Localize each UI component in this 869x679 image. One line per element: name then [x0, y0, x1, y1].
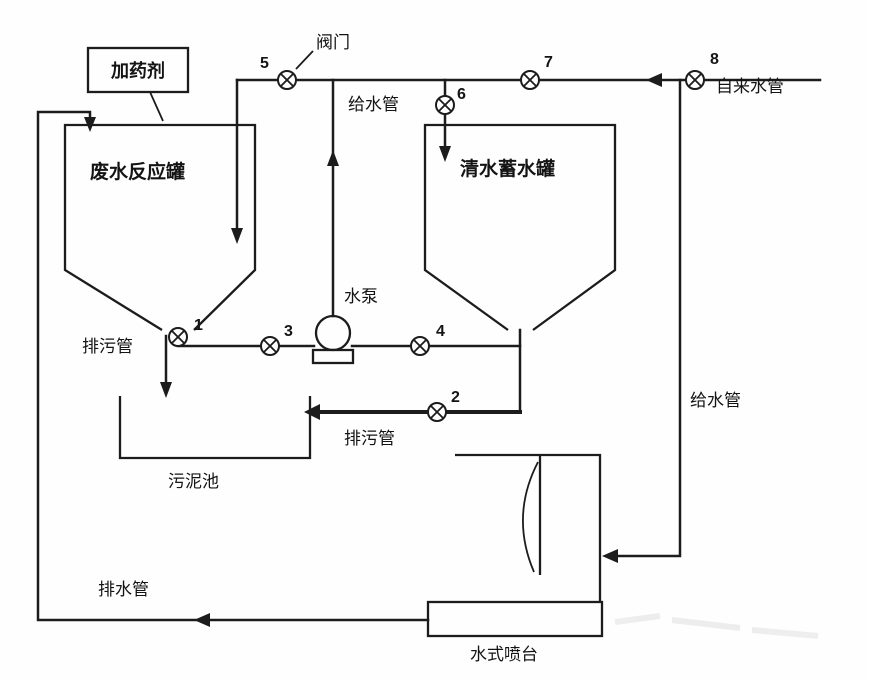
- arrow-down-right-tank-inlet-icon: [439, 146, 451, 162]
- valve-6-number: 6: [457, 86, 466, 103]
- valve-5: [277, 70, 297, 90]
- tap-water-pipe-label: 自来水管: [716, 77, 784, 96]
- sludge-pool-outline: [118, 396, 312, 460]
- valve-4-number: 4: [436, 323, 445, 340]
- valve-4: [410, 336, 430, 356]
- dosing-agent-label: 加药剂: [110, 60, 165, 81]
- valve-7: [520, 70, 540, 90]
- arrow-up-pump-riser-icon: [327, 150, 339, 166]
- valves: [168, 70, 705, 422]
- pump-body: [314, 314, 352, 352]
- valve-1-number: 1: [194, 317, 203, 334]
- arrow-left-sludge-pipe-icon: [304, 404, 320, 420]
- pump-icon: [311, 314, 355, 365]
- flow-arrows: [84, 73, 662, 627]
- pump-base: [311, 348, 355, 365]
- supply-pipe-top-label: 给水管: [348, 95, 399, 114]
- arrow-left-top-pipe-icon: [646, 73, 662, 87]
- spray-booth-base: [426, 600, 604, 638]
- arrow-left-spray-supply-icon: [602, 549, 618, 563]
- right-supply-pipe: [612, 78, 682, 558]
- supply-pipe-right-label: 给水管: [690, 391, 741, 410]
- spray-booth: [426, 453, 604, 638]
- valve-pointer-label: 阀门: [316, 33, 350, 52]
- bottom-return-pipe: [36, 110, 430, 622]
- arrow-down-left-tank-inlet-icon: [231, 228, 243, 244]
- sludge-pipe-label: 排污管: [344, 429, 395, 448]
- sludge-pool-label: 污泥池: [168, 472, 219, 491]
- arrow-left-drain-water-icon: [194, 613, 210, 627]
- right-tank-outline: [423, 123, 617, 331]
- valve-8: [685, 70, 705, 90]
- right-tank-label: 清水蓄水罐: [460, 157, 555, 180]
- valve-2: [427, 402, 447, 422]
- valve-2-number: 2: [451, 389, 460, 406]
- dosing-leader-line: [149, 91, 164, 122]
- spray-booth-wall: [455, 453, 602, 602]
- water-curtain: [522, 461, 539, 573]
- text-labels: 加药剂 废水反应罐 清水蓄水罐 阀门 给水管 自来水管 水泵 排污管 排污管 污…: [82, 33, 784, 664]
- pipes: [36, 50, 822, 622]
- valve-3: [260, 336, 280, 356]
- valve-6: [435, 95, 455, 115]
- left-tank-outline: [63, 123, 257, 331]
- watermark: [614, 613, 819, 639]
- left-tank-label: 废水反应罐: [90, 160, 185, 183]
- pump-label: 水泵: [344, 287, 378, 306]
- valve-numbers: 1 2 3 4 5 6 7 8: [194, 51, 719, 406]
- valve-1: [168, 327, 188, 347]
- drain-pipe-label: 排污管: [82, 337, 133, 356]
- spray-booth-label: 水式喷台: [470, 645, 538, 664]
- valve-8-number: 8: [710, 51, 719, 68]
- valve-7-number: 7: [544, 54, 553, 71]
- valve-5-number: 5: [260, 55, 269, 72]
- equipment: [63, 46, 617, 638]
- valve-3-number: 3: [284, 323, 293, 340]
- dosing-agent-box: [86, 46, 190, 94]
- valve-pointer-leader-line: [295, 50, 314, 70]
- arrow-down-pool-drain-icon: [160, 382, 172, 398]
- drain-water-pipe-label: 排水管: [98, 580, 149, 599]
